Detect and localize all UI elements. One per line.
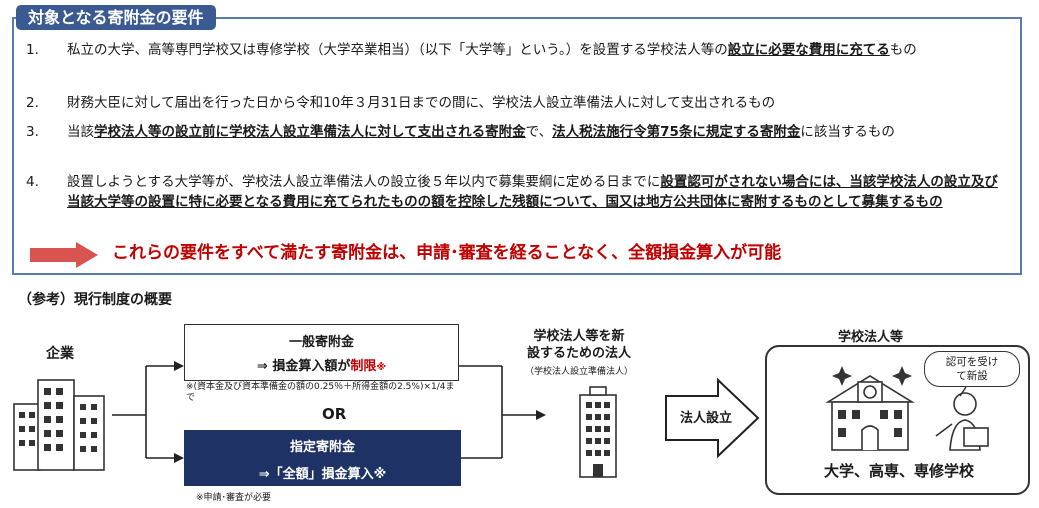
requirement-segment: 財務大臣に対して届出を行った日から令和10年３月31日までの間に、学校法人設立準… — [67, 95, 776, 111]
designated-donation-note: ※申請･審査が必要 — [196, 493, 272, 503]
requirements-title: 対象となる寄附金の要件 — [16, 5, 216, 30]
teacher-icon — [935, 392, 989, 451]
arrow-head-icon — [536, 410, 546, 420]
requirement-number: 2. — [26, 95, 39, 111]
right-arrow-icon — [30, 242, 98, 268]
new-corp-sublabel: （学校法人設立準備法人） — [524, 367, 633, 377]
general-donation-box: 一般寄附金 ⇒ 損金算入額が制限※ — [184, 324, 459, 381]
limit-text: 制限 — [350, 359, 377, 374]
emphasis-text: 法人税法施行令第75条に規定する寄附金 — [552, 124, 801, 140]
requirement-item-4: 4. 設置しようとする大学等が、学校法人設立準備法人の設立後５年以内で募集要綱に… — [26, 172, 1001, 212]
establish-label: 法人設立 — [680, 411, 733, 426]
emphasis-text: 学校法人等の設立前に学校法人設立準備法人に対して支出される寄附金 — [94, 124, 526, 140]
establish-arrow-icon — [665, 377, 760, 459]
general-donation-deduction: ⇒ 損金算入額が制限※ — [185, 355, 458, 374]
requirement-number: 3. — [26, 124, 39, 140]
school-corp-title: 学校法人等 — [838, 330, 904, 345]
office-building-icon — [579, 386, 617, 478]
speech-tail — [959, 386, 967, 397]
school-building-icon — [825, 375, 915, 451]
requirement-segment: もの — [889, 42, 917, 58]
designated-donation-deduction: ⇒「全額」損金算入※ — [258, 467, 387, 482]
requirement-segment: で、 — [525, 124, 553, 140]
conclusion-text: これらの要件をすべて満たす寄附金は、申請･審査を経ることなく、全額損金算入が可能 — [112, 243, 782, 263]
requirement-text: 設置しようとする大学等が、学校法人設立準備法人の設立後５年以内で募集要綱に定める… — [67, 172, 1001, 212]
company-building-icon — [13, 379, 105, 471]
note-mark: ※ — [376, 362, 387, 373]
arrow-head-icon — [174, 453, 184, 463]
requirement-number: 4. — [26, 174, 39, 190]
company-label: 企業 — [46, 346, 74, 362]
general-donation-prefix: ⇒ 損金算入額が — [256, 359, 351, 374]
requirement-item-1: 1. 私立の大学、高等専門学校又は専修学校（大学卒業相当）（以下「大学等」という… — [26, 40, 1001, 60]
general-donation-title: 一般寄附金 — [288, 335, 354, 350]
school-types-label: 大学、高専、専修学校 — [823, 462, 974, 480]
requirement-text: 財務大臣に対して届出を行った日から令和10年３月31日までの間に、学校法人設立準… — [67, 93, 1001, 113]
general-donation-note: ※(資本金及び資本準備金の額の0.25％＋所得金額の2.5%)×1/4まで — [186, 382, 455, 403]
requirement-text: 当該学校法人等の設立前に学校法人設立準備法人に対して支出される寄附金で、法人税法… — [67, 122, 1001, 142]
or-label: OR — [322, 405, 347, 423]
new-corp-label: 学校法人等を新設するための法人 — [526, 329, 631, 361]
reference-title: （参考）現行制度の概要 — [18, 292, 172, 308]
requirement-item-2: 2. 財務大臣に対して届出を行った日から令和10年３月31日までの間に、学校法人… — [26, 93, 1001, 113]
designated-donation-box: 指定寄附金 ⇒「全額」損金算入※ — [184, 430, 461, 486]
requirement-item-3: 3. 当該学校法人等の設立前に学校法人設立準備法人に対して支出される寄附金で、法… — [26, 122, 1001, 142]
requirement-segment: 設置しようとする大学等が、学校法人設立準備法人の設立後５年以内で募集要綱に定める… — [67, 174, 661, 190]
requirement-text: 私立の大学、高等専門学校又は専修学校（大学卒業相当）（以下「大学等」という。）を… — [67, 40, 1001, 60]
school-corp-box — [765, 345, 1030, 495]
requirement-segment: 私立の大学、高等専門学校又は専修学校（大学卒業相当）（以下「大学等」という。）を… — [67, 42, 728, 58]
company-connector — [112, 365, 176, 459]
emphasis-text: 設立に必要な費用に充てる — [727, 42, 890, 58]
sparkle-icon — [832, 366, 912, 386]
donation-connector — [459, 365, 538, 459]
requirement-number: 1. — [26, 42, 39, 58]
speech-bubble: 認可を受けて新設 — [924, 351, 1020, 387]
designated-donation-title: 指定寄附金 — [289, 440, 355, 455]
requirement-segment: に該当するもの — [800, 124, 895, 140]
requirement-segment: 当該 — [67, 124, 94, 140]
requirements-panel — [12, 17, 1022, 275]
emphasis-text: 設置認可がされない場合には、当該学校法人の設立及び当該大学等の設置に特に必要とな… — [67, 174, 998, 210]
arrow-head-icon — [174, 361, 184, 371]
